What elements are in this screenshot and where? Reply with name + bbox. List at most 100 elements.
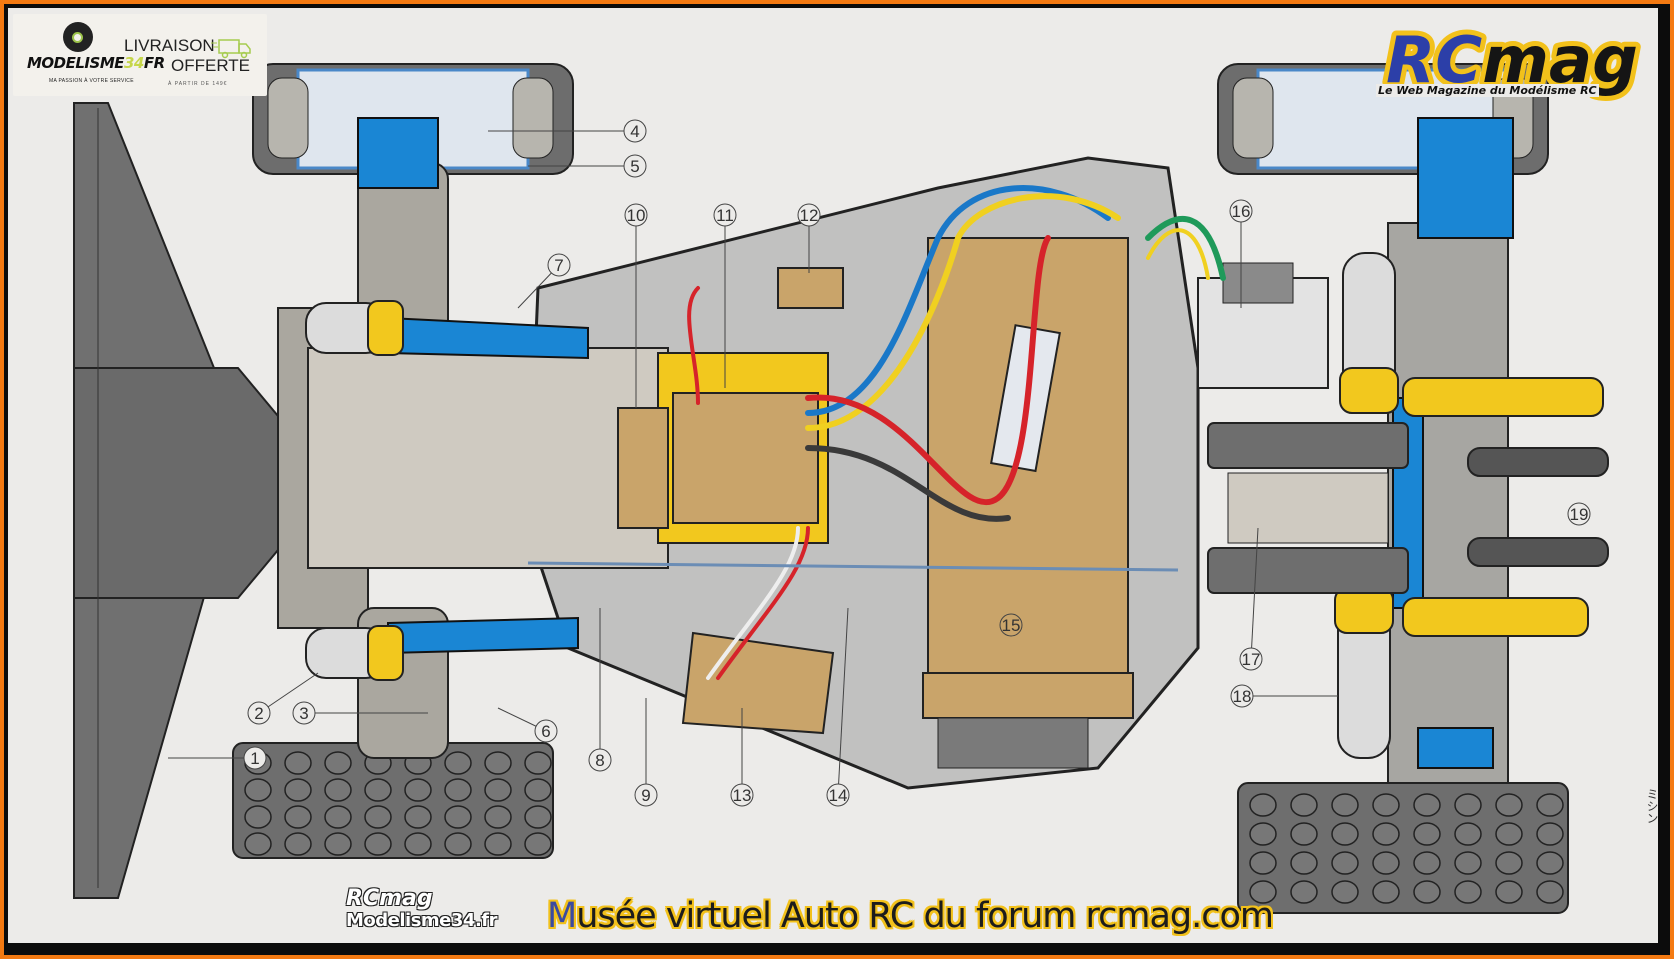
tire-stud	[444, 805, 472, 829]
tire-stud	[1495, 880, 1523, 904]
rear-shock-bottom	[1334, 587, 1394, 759]
callout-circle	[534, 719, 558, 743]
tire-stud	[484, 778, 512, 802]
tire-stud	[1331, 851, 1359, 875]
callout-number: 15	[1002, 616, 1021, 635]
wiring	[687, 185, 1226, 680]
tire-stud	[1413, 880, 1441, 904]
callout-circle	[243, 746, 267, 770]
callout-number: 14	[829, 786, 848, 805]
tire-stud	[284, 805, 312, 829]
tire-stud	[364, 805, 392, 829]
tire-stud	[404, 778, 432, 802]
tire-stud	[444, 832, 472, 856]
tire-stud	[1331, 822, 1359, 846]
callout-leader-line	[258, 672, 319, 714]
callout-number: 10	[627, 206, 646, 225]
callout-circle	[1229, 199, 1253, 223]
tire-stud	[1372, 822, 1400, 846]
tire-stud	[1536, 793, 1564, 817]
callout-7: 7	[517, 253, 571, 309]
tire-stud	[484, 751, 512, 775]
callout-14: 14	[826, 607, 850, 807]
tire-stud	[1454, 822, 1482, 846]
tire-stud	[1495, 851, 1523, 875]
tire-stud	[1413, 793, 1441, 817]
callout-15: 15	[999, 613, 1023, 637]
tire-stud	[1372, 851, 1400, 875]
footer-logo[interactable]: RCmag Modelisme34.fr	[346, 888, 497, 932]
front-shock-bottom	[305, 625, 404, 681]
callout-circle	[999, 613, 1023, 637]
callout-number: 4	[630, 122, 639, 141]
brand-tagline: MA PASSION À VOTRE SERVICE	[49, 78, 134, 84]
callout-circle	[247, 701, 271, 725]
callout-number: 5	[630, 157, 639, 176]
callout-3: 3	[292, 701, 428, 725]
tire-stud	[444, 751, 472, 775]
callout-circle	[1567, 502, 1591, 526]
callout-4: 4	[488, 119, 647, 143]
tire-stud	[1372, 880, 1400, 904]
callout-13: 13	[730, 708, 754, 807]
callout-circle	[826, 783, 850, 807]
tire-stud	[1536, 851, 1564, 875]
tire-stud	[1413, 822, 1441, 846]
promo-banner[interactable]: MODELISME34FR MA PASSION À VOTRE SERVICE…	[13, 14, 267, 96]
callout-number: 9	[641, 786, 650, 805]
tire-stud	[244, 832, 272, 856]
callout-number: 7	[554, 256, 563, 275]
tire-stud	[1413, 851, 1441, 875]
rear-wing	[73, 102, 289, 899]
tire-stud	[1249, 880, 1277, 904]
callout-circle	[1239, 647, 1263, 671]
tire-stud	[524, 805, 552, 829]
callout-number: 8	[595, 751, 604, 770]
tire-stud	[1290, 793, 1318, 817]
callout-circle	[292, 701, 316, 725]
callout-number: 17	[1242, 650, 1261, 669]
callout-5: 5	[528, 154, 647, 178]
callout-number: 3	[299, 704, 308, 723]
callout-number: 13	[733, 786, 752, 805]
front-shock-top	[305, 300, 404, 356]
callout-number: 6	[541, 722, 550, 741]
callout-number: 18	[1233, 687, 1252, 706]
rear-gearbox	[1207, 422, 1409, 594]
callout-leader-line	[1250, 527, 1259, 660]
tire-stud	[524, 751, 552, 775]
tire-stud	[1249, 822, 1277, 846]
tire-stud	[284, 778, 312, 802]
callout-number: 12	[800, 206, 819, 225]
footer-logo-modelisme: Modelisme34.fr	[346, 910, 497, 931]
tire-stud	[1372, 793, 1400, 817]
callout-circle	[547, 253, 571, 277]
tire-stud	[1290, 880, 1318, 904]
footer-title: Musée virtuel Auto RC du forum rcmag.com	[547, 896, 1274, 936]
tire-stud	[404, 832, 432, 856]
steering-rod	[527, 561, 1179, 572]
side-text: ミシン	[1645, 788, 1658, 824]
tire-stud	[364, 778, 392, 802]
tire-stud	[1331, 793, 1359, 817]
tire-stud	[404, 805, 432, 829]
tire-stud	[444, 778, 472, 802]
callout-circle	[588, 748, 612, 772]
callout-6: 6	[497, 707, 558, 743]
battery-pack	[922, 237, 1134, 769]
tire-stud	[324, 832, 352, 856]
callout-11: 11	[713, 203, 737, 388]
resistor	[777, 267, 844, 309]
rear-axles	[1402, 377, 1609, 637]
tire-stud	[364, 832, 392, 856]
delivery-line2: OFFERTE	[171, 56, 251, 75]
tire-stud	[1249, 793, 1277, 817]
delivery-condition: À PARTIR DE 149€	[168, 81, 228, 87]
callout-number: 2	[254, 704, 263, 723]
motor	[1197, 262, 1329, 389]
callout-16: 16	[1229, 199, 1253, 308]
tire-stud	[1536, 822, 1564, 846]
